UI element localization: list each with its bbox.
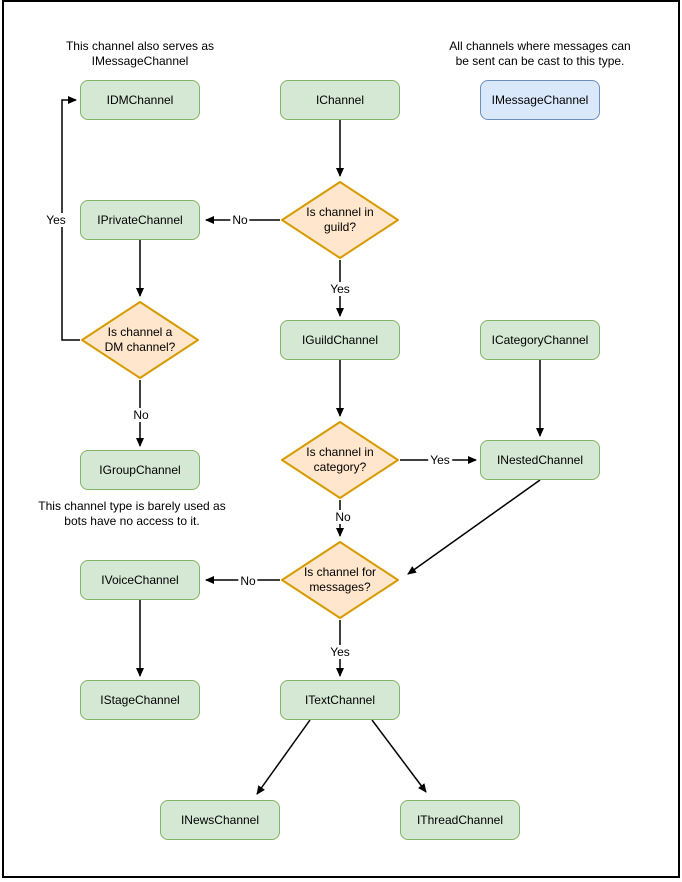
node-inews-channel: INewsChannel	[160, 800, 280, 840]
node-label: ITextChannel	[304, 693, 376, 707]
decision-line: Is channel in	[306, 445, 374, 459]
note-line: bots have no access to it.	[64, 514, 200, 528]
diamond-shape	[281, 181, 399, 259]
decision-label: Is channel for messages?	[280, 540, 400, 620]
diamond-shape	[81, 301, 199, 379]
node-itext-channel: ITextChannel	[280, 680, 400, 720]
decision-is-dm: Is channel a DM channel?	[80, 300, 200, 380]
edge-itext-to-ithread	[371, 719, 427, 793]
edge-label-messages-no: No	[238, 574, 258, 588]
node-igroup-channel: IGroupChannel	[80, 450, 200, 490]
node-label: IGuildChannel	[301, 333, 379, 347]
decision-label: Is channel in guild?	[280, 180, 400, 260]
node-label: IChannel	[315, 93, 365, 107]
decision-line: Is channel in	[306, 205, 374, 219]
edge-label-dm-yes: Yes	[44, 213, 68, 227]
edge-label-category-no: No	[333, 510, 353, 524]
node-label: IThreadChannel	[416, 813, 504, 827]
node-label: INestedChannel	[496, 453, 584, 467]
decision-label: Is channel a DM channel?	[80, 300, 200, 380]
node-idm-channel: IDMChannel	[80, 80, 200, 120]
node-ithread-channel: IThreadChannel	[400, 800, 520, 840]
node-label: INewsChannel	[180, 813, 260, 827]
node-ivoice-channel: IVoiceChannel	[80, 560, 200, 600]
edge-label-messages-yes: Yes	[328, 645, 352, 659]
node-inested-channel: INestedChannel	[480, 440, 600, 480]
decision-line: Is channel for	[303, 565, 377, 579]
decision-line: DM channel?	[104, 340, 176, 354]
edge-label-guild-yes: Yes	[328, 282, 352, 296]
node-iprivate-channel: IPrivateChannel	[80, 200, 200, 240]
node-i-channel: IChannel	[280, 80, 400, 120]
decision-line: Is channel a	[107, 325, 173, 339]
node-label: IGroupChannel	[99, 463, 181, 477]
node-label: IStageChannel	[100, 693, 180, 707]
node-imessage-channel: IMessageChannel	[480, 80, 600, 120]
note-dm-serves: This channel also serves as IMessageChan…	[20, 39, 260, 69]
decision-line: guild?	[323, 220, 357, 234]
decision-label: Is channel in category?	[280, 420, 400, 500]
node-label: IPrivateChannel	[97, 213, 183, 227]
note-line: IMessageChannel	[91, 54, 189, 68]
edge-inested-to-for-messages	[407, 479, 541, 575]
diamond-shape	[281, 541, 399, 619]
node-iguild-channel: IGuildChannel	[280, 320, 400, 360]
decision-in-category: Is channel in category?	[280, 420, 400, 500]
edge-label-dm-no: No	[131, 408, 151, 422]
edge-label-category-yes: Yes	[428, 453, 452, 467]
node-label: IMessageChannel	[491, 93, 589, 107]
edge-label-guild-no: No	[230, 213, 250, 227]
node-label: IVoiceChannel	[101, 573, 179, 587]
diamond-shape	[281, 421, 399, 499]
note-line: be sent can be cast to this type.	[455, 54, 625, 68]
note-line: This channel type is barely used as	[38, 499, 226, 513]
node-icategory-channel: ICategoryChannel	[480, 320, 600, 360]
node-istage-channel: IStageChannel	[80, 680, 200, 720]
note-line: All channels where messages can	[449, 39, 631, 53]
edge-itext-to-inews	[256, 719, 311, 795]
note-line: This channel also serves as	[65, 39, 215, 53]
decision-line: category?	[313, 460, 367, 474]
decision-line: messages?	[309, 580, 371, 594]
node-label: IDMChannel	[106, 93, 174, 107]
decision-for-messages: Is channel for messages?	[280, 540, 400, 620]
note-message-cast: All channels where messages can be sent …	[420, 39, 660, 69]
node-label: ICategoryChannel	[491, 333, 589, 347]
note-group-barely-used: This channel type is barely used as bots…	[12, 499, 252, 529]
decision-in-guild: Is channel in guild?	[280, 180, 400, 260]
